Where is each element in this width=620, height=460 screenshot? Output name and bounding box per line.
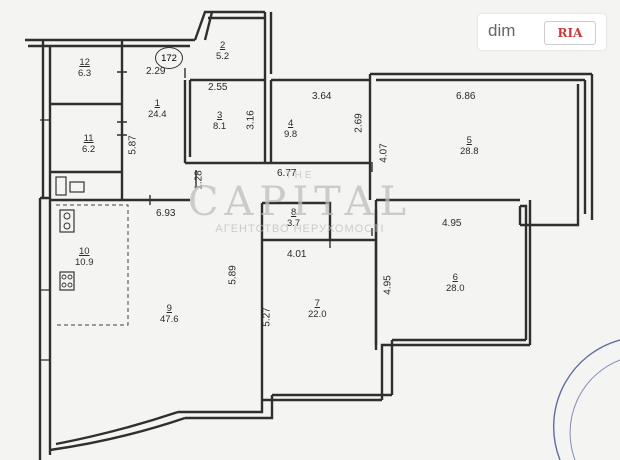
dimension-label: 4.01	[287, 249, 307, 260]
sink-icon	[59, 209, 75, 233]
window-tick	[40, 119, 50, 361]
watermark-top: THE	[285, 170, 315, 181]
watermark-main: CAPITAL	[187, 179, 413, 225]
watermark-sub: АГЕНТСТВО НЕРУХОМОСТІ	[215, 223, 385, 235]
logo-brand-badge: RIA	[544, 21, 596, 45]
outer-wall-top-left	[25, 38, 195, 48]
dimension-label: 5.89	[227, 265, 239, 285]
dimension-label: 2.29	[146, 66, 166, 77]
wall-8	[262, 201, 332, 242]
dimension-label: 6.77	[277, 168, 297, 179]
dimension-label: 6.93	[156, 208, 176, 219]
outer-wall-left	[41, 40, 52, 198]
inventory-stamp	[553, 339, 620, 460]
dimension-label: 2.69	[353, 113, 365, 133]
outer-wall-right-bottom	[374, 210, 530, 400]
wall-3-4	[263, 80, 273, 163]
outer-wall-bottom-right	[262, 340, 394, 402]
stove-icon	[59, 271, 75, 291]
utility-box-icon	[55, 176, 67, 196]
agency-watermark: THE CAPITAL АГЕНТСТВО НЕРУХОМОСТІ	[150, 170, 450, 235]
dimension-label: 4.07	[378, 143, 390, 163]
dimension-label: 6.86	[456, 91, 476, 102]
outer-wall-right	[520, 74, 594, 227]
dimension-label: 5.27	[261, 307, 273, 327]
dimension-label: 2.55	[208, 82, 228, 93]
dimension-label: 5.87	[127, 135, 139, 155]
dimension-label: 3.64	[312, 91, 332, 102]
dimension-label: 4.95	[382, 275, 394, 295]
logo-site-text: dim	[488, 21, 516, 40]
plan-number-badge: 172	[155, 47, 183, 69]
wall-corridor-right-top	[183, 80, 192, 163]
outer-wall-bottom-step	[178, 390, 274, 420]
dimension-label: 3.16	[245, 110, 257, 130]
dimension-label: 4.95	[442, 218, 462, 229]
kitchen-zone-outline	[56, 204, 129, 326]
outer-wall-mid-top	[263, 12, 370, 82]
outer-wall-top-right	[368, 72, 592, 82]
outer-wall-curve	[49, 410, 186, 452]
dimria-logo[interactable]: dim RIA	[478, 14, 606, 50]
outer-wall-right-lower	[518, 200, 532, 345]
outer-wall-top-shaft	[193, 10, 265, 41]
outer-wall-left-lower	[38, 196, 52, 460]
door-tick	[117, 68, 373, 248]
